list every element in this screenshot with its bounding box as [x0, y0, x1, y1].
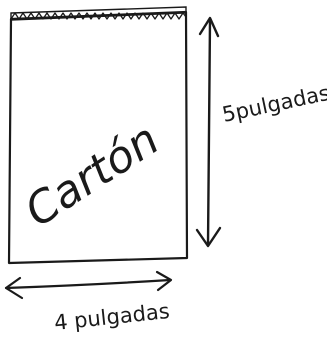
cardboard-top-edge-line: [10, 6, 187, 21]
cardboard-sheet: [7, 6, 189, 265]
height-label: 5pulgadas: [220, 81, 327, 127]
height-arrow-shaft: [206, 18, 212, 247]
height-arrow: [195, 16, 222, 248]
width-arrow-right-head: [155, 270, 173, 292]
cardboard-top-edge: [10, 12, 187, 20]
width-arrow: [4, 270, 173, 300]
width-arrow-shaft: [4, 278, 172, 290]
width-arrow-left-head: [4, 276, 24, 300]
height-arrow-top-head: [198, 16, 220, 38]
width-label: 4 pulgadas: [53, 299, 171, 335]
height-arrow-bottom-head: [195, 226, 222, 248]
card-label: Cartón: [16, 114, 168, 237]
